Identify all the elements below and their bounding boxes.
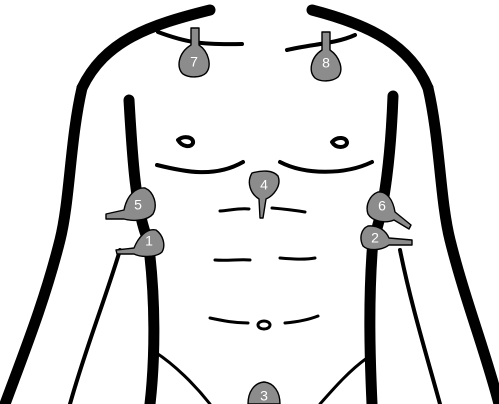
left-outer-arm <box>5 88 82 404</box>
probe-3: 3 <box>248 382 280 404</box>
right-inner-forearm <box>400 250 440 404</box>
probe-7-label: 7 <box>190 54 198 70</box>
abs-line-right-2 <box>280 258 315 259</box>
probe-8-label: 8 <box>322 55 330 71</box>
probe-1-label: 1 <box>145 233 153 249</box>
probe-5-shape <box>106 188 155 220</box>
probe-3-label: 3 <box>260 388 268 404</box>
right-pectoral-line <box>280 162 372 172</box>
probe-2-label: 2 <box>371 230 379 246</box>
probe-4-label: 4 <box>260 177 268 193</box>
torso-outline <box>5 10 499 404</box>
left-nipple <box>178 137 193 146</box>
left-pectoral-line <box>157 162 243 172</box>
probe-7: 7 <box>179 28 209 77</box>
right-outer-arm <box>428 88 499 404</box>
abs-line-right-1 <box>272 208 305 212</box>
probe-2-shape <box>361 226 412 250</box>
abs-line-right-3 <box>285 316 318 323</box>
right-clavicle <box>287 35 355 50</box>
right-nipple <box>332 138 347 147</box>
abs-line-left-2 <box>215 260 250 261</box>
abs-line-left-1 <box>220 209 249 211</box>
left-clavicle <box>158 32 242 44</box>
navel <box>258 321 270 329</box>
left-inner-forearm <box>70 250 120 404</box>
probe-5: 5 <box>106 188 155 220</box>
left-groin-line <box>155 352 210 404</box>
probe-2: 2 <box>361 226 412 250</box>
probe-4: 4 <box>249 171 279 218</box>
abs-line-left-3 <box>210 318 248 323</box>
right-groin-line <box>320 358 367 404</box>
probe-6-label: 6 <box>378 198 386 214</box>
probe-5-label: 5 <box>134 197 142 213</box>
